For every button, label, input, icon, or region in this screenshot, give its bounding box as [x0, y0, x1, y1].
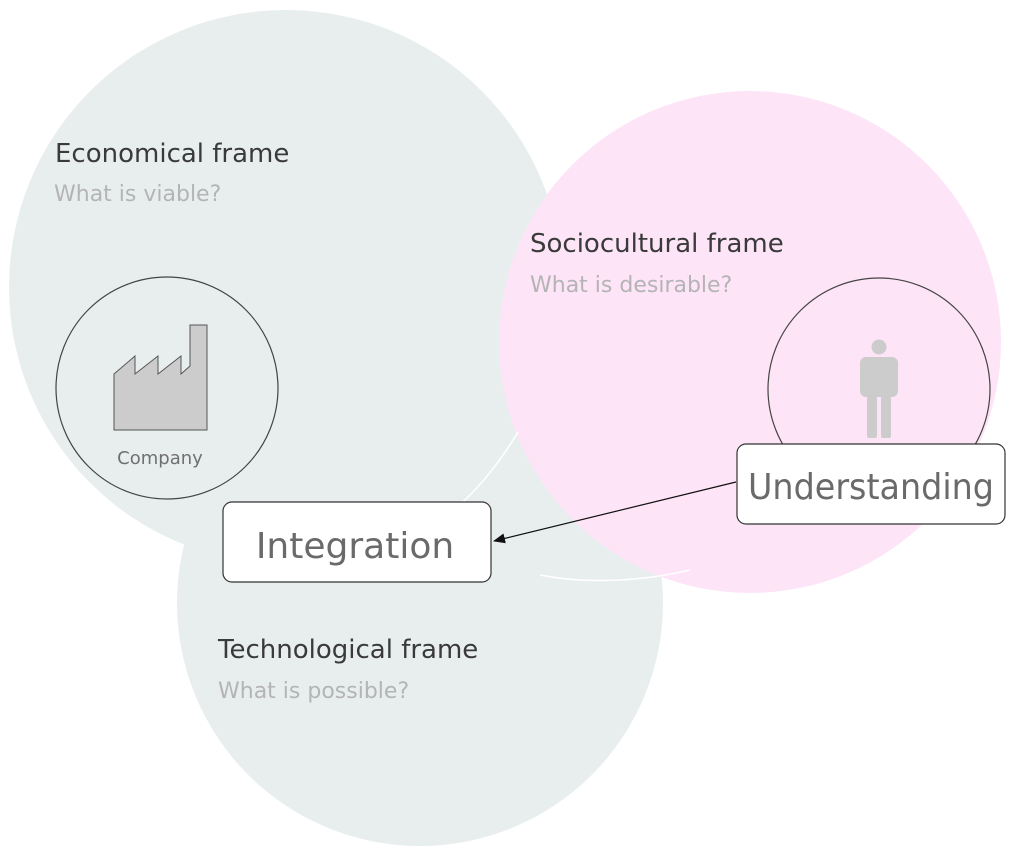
- person-icon: [860, 339, 898, 438]
- company-circle: [55, 276, 279, 500]
- sociocultural-frame-question: What is desirable?: [530, 273, 732, 298]
- understanding-to-integration-arrow: [493, 481, 737, 544]
- company-label: Company: [117, 448, 203, 469]
- economical-frame-question: What is viable?: [54, 182, 221, 207]
- understanding-box-frame: [736, 443, 1006, 525]
- user-node: [767, 277, 991, 501]
- factory-icon: [113, 324, 208, 431]
- company-node: Company: [55, 276, 279, 500]
- economical-frame-title: Economical frame: [55, 139, 289, 169]
- integration-label: Integration: [256, 526, 454, 567]
- economical-frame-circle: [9, 10, 563, 564]
- sociocultural-frame-title: Sociocultural frame: [530, 229, 784, 259]
- frame-overlap-seam-2: [539, 569, 691, 582]
- integration-box-frame: [222, 501, 492, 583]
- technological-frame-question: What is possible?: [218, 679, 409, 704]
- understanding-box: Understanding: [736, 443, 1006, 525]
- understanding-label: Understanding: [748, 467, 994, 508]
- technological-frame-title: Technological frame: [217, 635, 478, 665]
- integration-box: Integration: [222, 501, 492, 583]
